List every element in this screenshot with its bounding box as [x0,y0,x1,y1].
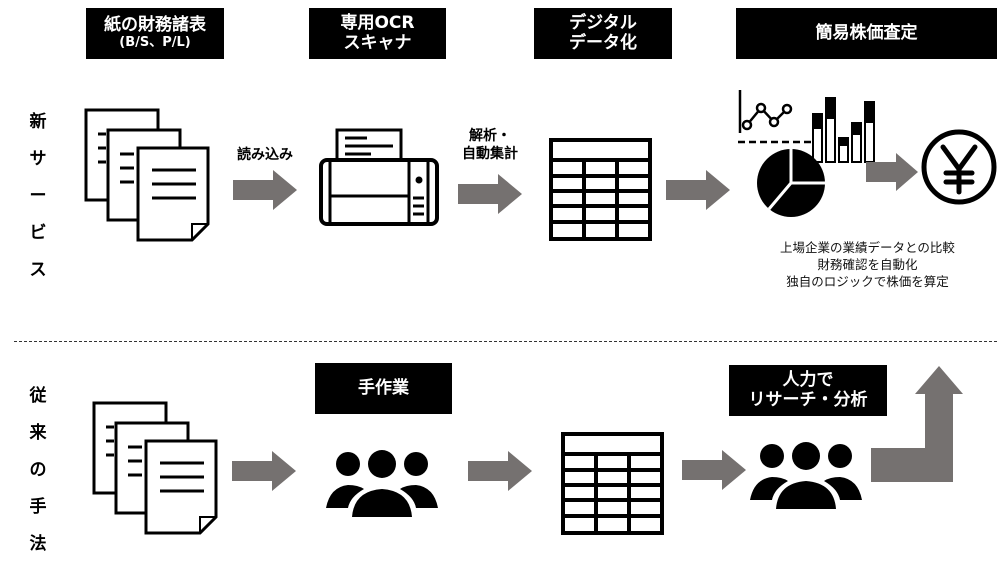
note-line: 独自のロジックで株価を算定 [786,273,949,289]
arrow-right-icon [233,170,297,210]
analytics-charts-icon [738,90,875,217]
step-label-line2: データ化 [569,32,637,53]
table-icon [549,138,652,241]
side-label-new-service: 新 サ ー ビ ス [28,104,48,289]
caption-line: 自動集計 [462,146,518,163]
documents-stack-icon [92,401,218,535]
side-label-char: ビ [29,223,47,243]
side-label-char: 来 [29,423,47,443]
step-label-line1: 簡易株価査定 [815,22,918,43]
step-label-line1: 専用OCR [340,12,415,33]
scanner-icon [319,128,439,226]
step-label-line2: スキャナ [343,32,412,53]
arrow-caption-analysis: 解析・ 自動集計 [454,127,526,163]
table-icon [561,432,664,535]
step-label-manual-work: 手作業 [315,363,452,414]
step-label-line1: デジタル [569,12,637,33]
caption-line: 解析・ [469,128,511,144]
step-label-stock-valuation: 簡易株価査定 [736,8,997,59]
side-label-conventional: 従 来 の 手 法 [28,378,48,563]
step-label-line1: 人力で [782,369,834,390]
arrow-right-icon [682,450,746,490]
arrow-right-icon [468,451,532,491]
side-label-char: 従 [29,386,47,406]
step-label-line2: (B/S、P/L) [119,34,191,50]
documents-stack-icon [84,108,210,242]
side-label-char: 法 [29,534,47,554]
step-label-ocr-scanner: 専用OCR スキャナ [309,8,446,59]
people-group-icon [326,450,438,517]
side-label-char: ー [29,186,47,206]
side-label-char: ス [29,260,47,280]
up-arrow-icon [871,366,963,482]
step-label-paper-statements: 紙の財務諸表 (B/S、P/L) [86,8,224,59]
step-label-manual-research: 人力で リサーチ・分析 [729,365,887,416]
step-label-line1: 手作業 [358,377,409,398]
step-label-digital-data: デジタル データ化 [534,8,672,59]
arrow-right-icon [458,174,522,214]
section-divider [14,341,997,342]
note-line: 上場企業の業績データとの比較 [780,240,955,255]
step-label-line1: 紙の財務諸表 [104,15,206,36]
note-line: 財務確認を自動化 [817,256,918,272]
arrow-right-icon [232,451,296,491]
side-label-char: の [29,460,47,480]
arrow-right-icon [666,170,730,210]
side-label-char: 新 [29,112,47,132]
side-label-char: サ [29,149,47,169]
valuation-notes: 上場企業の業績データとの比較 財務確認を自動化 独自のロジックで株価を算定 [745,240,990,291]
arrow-right-icon [866,153,918,191]
step-label-line2: リサーチ・分析 [748,389,868,410]
yen-icon [921,129,997,205]
arrow-caption-read-in: 読み込み [237,147,293,163]
side-label-char: 手 [29,497,47,517]
people-group-icon [750,442,862,509]
